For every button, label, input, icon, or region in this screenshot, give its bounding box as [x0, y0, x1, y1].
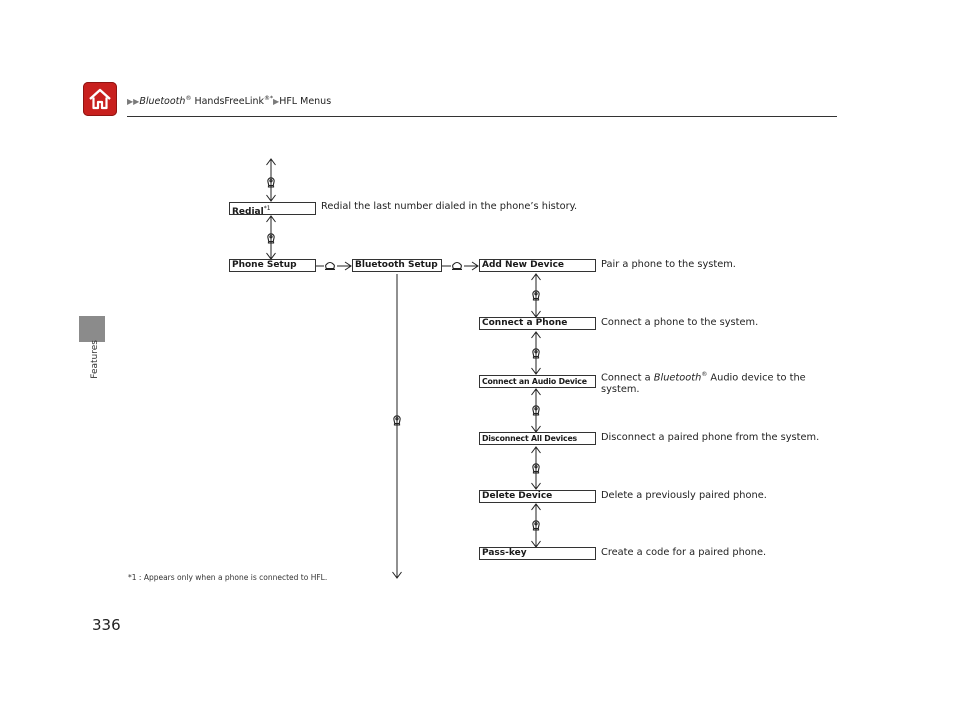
phone-setup-arrow [316, 261, 352, 271]
header-rule [127, 116, 837, 117]
redial-description: Redial the last number dialed in the pho… [321, 201, 578, 212]
breadcrumb: ▶▶Bluetooth® HandsFreeLink®*▶HFL Menus [127, 95, 332, 108]
connect-audio-device-description: Connect a Bluetooth® Audio device to the… [601, 371, 806, 396]
delete-device-description: Delete a previously paired phone. [601, 490, 767, 501]
footnote: *1 : Appears only when a phone is connec… [128, 573, 328, 582]
add-new-device-box: Add New Device [479, 259, 596, 272]
knob-rotate-icon [532, 405, 540, 416]
knob-rotate-icon [267, 233, 275, 244]
phone-setup-box: Phone Setup [229, 259, 316, 272]
press-icon [324, 261, 336, 271]
breadcrumb-arrow-icon: ▶▶ [127, 97, 140, 107]
knob-rotate-icon [393, 415, 401, 426]
home-button[interactable] [83, 82, 117, 116]
add-new-device-description: Pair a phone to the system. [601, 259, 736, 270]
pass-key-description: Create a code for a paired phone. [601, 547, 767, 558]
press-icon [451, 261, 463, 271]
breadcrumb-hfl-menus: HFL Menus [279, 96, 332, 108]
knob-rotate-icon [532, 290, 540, 301]
knob-rotate-icon [267, 177, 275, 188]
section-tab [79, 316, 105, 342]
bluetooth-setup-arrow [442, 261, 479, 271]
delete-device-box: Delete Device [479, 490, 596, 503]
redial-box: Redial*1 [229, 202, 316, 217]
disconnect-all-box: Disconnect All Devices [479, 432, 596, 445]
disconnect-all-description: Disconnect a paired phone from the syste… [601, 432, 820, 443]
knob-rotate-icon [532, 348, 540, 359]
connect-phone-description: Connect a phone to the system. [601, 317, 759, 328]
pass-key-box: Pass-key [479, 547, 596, 560]
bluetooth-setup-box: Bluetooth Setup [352, 259, 442, 272]
bluetooth-setup-list-arrow [392, 274, 402, 579]
knob-rotate-icon [532, 520, 540, 531]
connect-phone-box: Connect a Phone [479, 317, 596, 330]
breadcrumb-arrow-icon: ▶ [273, 97, 280, 107]
connect-audio-device-box: Connect an Audio Device [479, 375, 596, 388]
knob-rotate-icon [532, 463, 540, 474]
page-number: 336 [92, 616, 121, 634]
home-icon [89, 88, 111, 110]
breadcrumb-handsfreelink: HandsFreeLink [191, 96, 265, 108]
breadcrumb-bluetooth: Bluetooth [139, 96, 186, 108]
